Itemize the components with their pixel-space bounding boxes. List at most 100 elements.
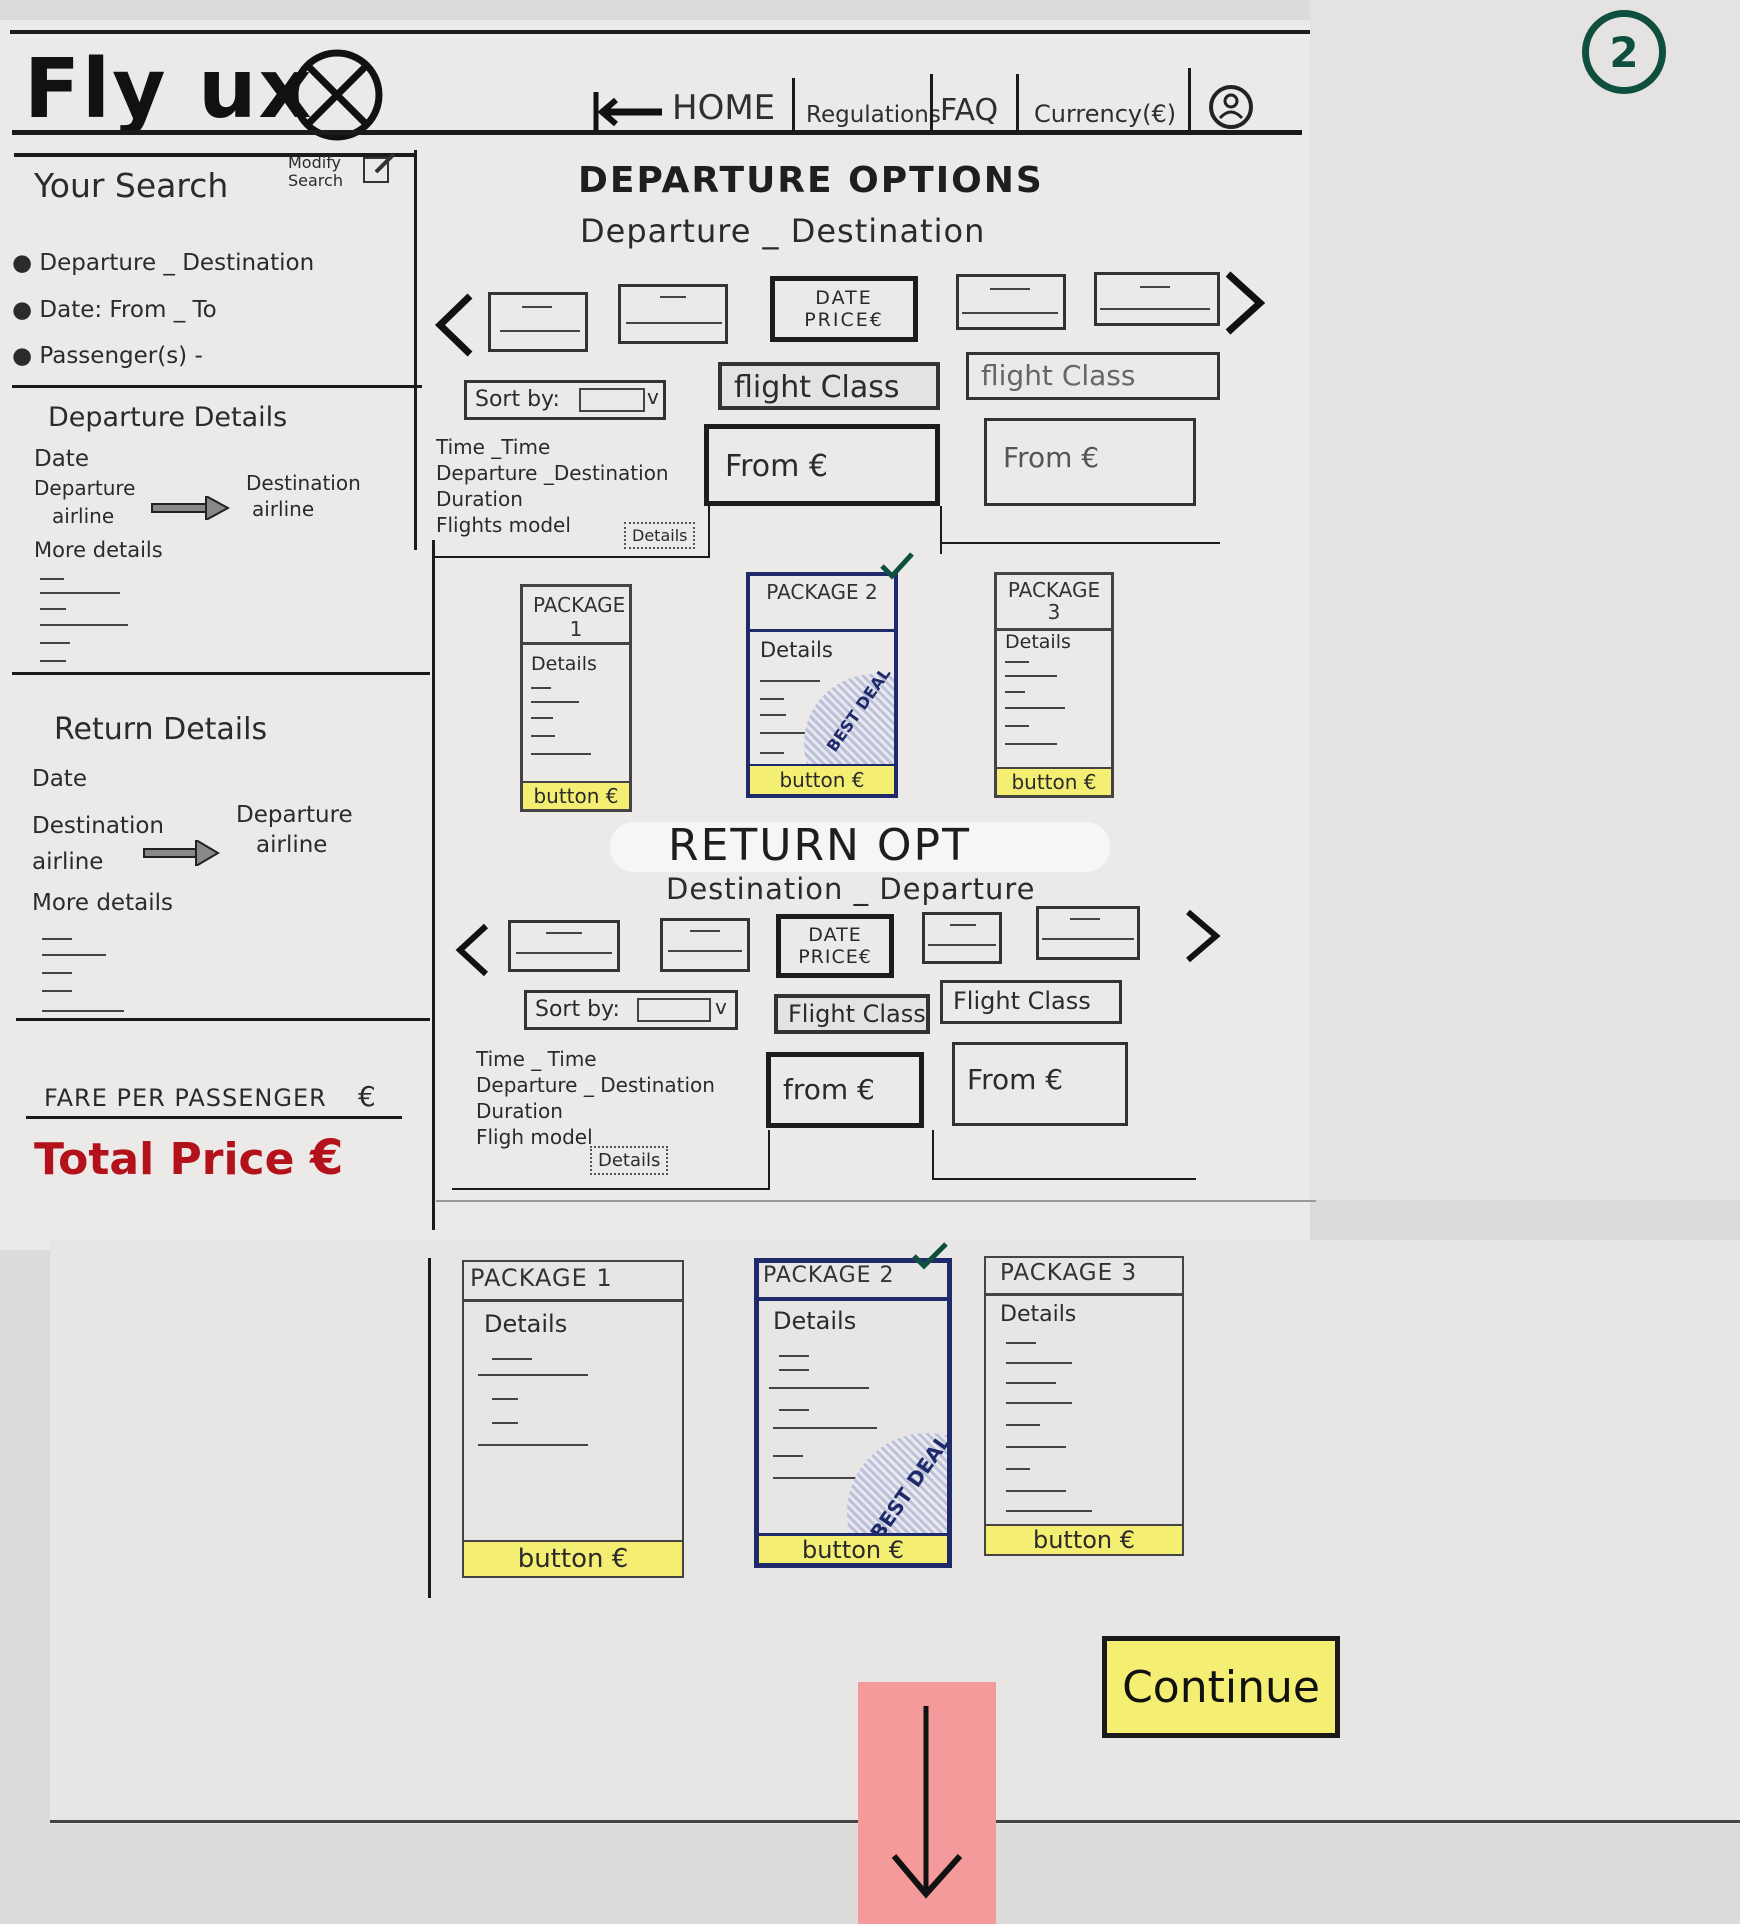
date-card-selected[interactable]: DATE PRICE€ — [776, 914, 894, 978]
placeholder-line — [492, 1422, 518, 1424]
placeholder-line — [1005, 691, 1025, 693]
package-card-selected[interactable]: PACKAGE 2 Details BEST DEAL button € — [746, 572, 898, 798]
package-button[interactable]: button € — [523, 781, 629, 809]
sort-by-select[interactable]: Sort by: v — [524, 990, 738, 1030]
placeholder-line — [779, 1369, 809, 1371]
placeholder-line — [626, 322, 722, 324]
modify-search-link[interactable]: Modify Search — [288, 153, 343, 190]
tab-panel-rule — [932, 1178, 1196, 1180]
departure-more-details[interactable]: More details — [34, 538, 163, 562]
placeholder-line — [668, 950, 742, 952]
back-arrow-icon[interactable] — [592, 90, 664, 130]
placeholder-line — [40, 624, 128, 626]
package-card[interactable]: PACKAGE 1 Details button € — [462, 1260, 684, 1578]
date-card[interactable] — [956, 274, 1066, 330]
from-price[interactable]: From € — [984, 418, 1196, 506]
return-details-link[interactable]: Details — [590, 1146, 669, 1175]
sort-by-select[interactable]: Sort by: v — [464, 380, 666, 420]
bottom-page-rule — [436, 1200, 1316, 1202]
placeholder-line — [1042, 938, 1134, 940]
nav-regulations[interactable]: Regulations — [806, 102, 941, 128]
placeholder-line — [1006, 1382, 1056, 1384]
right-sheet — [1310, 0, 1740, 1200]
date-card-price: PRICE€ — [798, 946, 872, 968]
flight-class-tab-selected[interactable]: Flight Class — [774, 994, 930, 1034]
info-model: Flights model — [436, 513, 571, 537]
info-duration: Duration — [436, 487, 523, 511]
placeholder-line — [40, 578, 64, 580]
edit-pencil-icon[interactable] — [362, 150, 398, 186]
placeholder-line — [773, 1427, 877, 1429]
placeholder-line — [42, 954, 106, 956]
return-route: Destination _ Departure — [666, 872, 1036, 906]
date-card[interactable] — [488, 292, 588, 352]
date-card[interactable] — [922, 912, 1002, 964]
arrow-right-icon — [150, 494, 231, 522]
placeholder-line — [1005, 661, 1029, 663]
date-card[interactable] — [1036, 906, 1140, 960]
placeholder-line — [492, 1358, 532, 1360]
date-card-date: DATE — [815, 287, 873, 309]
sidebar-rule — [12, 672, 430, 675]
package-card[interactable]: PACKAGE 3 Details button € — [984, 1256, 1184, 1556]
return-more-details[interactable]: More details — [32, 890, 173, 916]
placeholder-line — [928, 944, 996, 946]
nav-faq[interactable]: FAQ — [940, 93, 999, 128]
bottom-left-rule — [428, 1258, 431, 1598]
placeholder-line — [531, 735, 555, 737]
package-title: PACKAGE 1 — [464, 1264, 682, 1302]
nav-currency[interactable]: Currency(€) — [1034, 100, 1177, 128]
date-card[interactable] — [1094, 272, 1220, 326]
search-route-text: Departure _ Destination — [39, 250, 315, 276]
flight-class-tab[interactable]: Flight Class — [940, 980, 1122, 1024]
chevron-left-icon[interactable] — [452, 920, 492, 980]
date-card-date: DATE — [808, 924, 862, 946]
circled-x-icon — [290, 48, 384, 142]
from-price-selected[interactable]: from € — [766, 1052, 924, 1128]
tab-panel-rule — [932, 1130, 934, 1180]
package-details: Details — [1000, 1302, 1077, 1327]
scroll-down-note[interactable] — [858, 1682, 996, 1924]
departure-options-title: DEPARTURE OPTIONS — [578, 160, 1044, 201]
package-button[interactable]: button € — [750, 764, 894, 794]
package-button[interactable]: button € — [986, 1524, 1182, 1554]
date-card[interactable] — [660, 918, 750, 972]
departure-details-title: Departure Details — [48, 402, 288, 433]
placeholder-line — [760, 752, 784, 754]
continue-button[interactable]: Continue — [1102, 1636, 1340, 1738]
package-title: PACKAGE 2 — [750, 580, 894, 632]
date-card[interactable] — [618, 284, 728, 344]
placeholder-line — [990, 288, 1030, 290]
placeholder-line — [516, 952, 612, 954]
package-card-selected[interactable]: PACKAGE 2 Details BEST DEAL button € — [754, 1258, 952, 1568]
flight-class-tab[interactable]: flight Class — [966, 352, 1220, 400]
sort-by-label: Sort by: — [475, 387, 560, 412]
placeholder-line — [1070, 918, 1100, 920]
package-card[interactable]: PACKAGE 1 Details button € — [520, 584, 632, 812]
package-details: Details — [760, 638, 833, 662]
placeholder-line — [760, 732, 820, 734]
package-button[interactable]: button € — [464, 1540, 682, 1576]
from-price[interactable]: From € — [952, 1042, 1128, 1126]
package-title: PACKAGE 1 — [523, 593, 629, 645]
chevron-down-icon: v — [715, 995, 727, 1019]
date-card-selected[interactable]: DATE PRICE€ — [770, 276, 918, 342]
package-button[interactable]: button € — [759, 1533, 947, 1564]
from-price-selected[interactable]: From € — [704, 424, 940, 506]
nav-home[interactable]: HOME — [672, 88, 776, 128]
package-card[interactable]: PACKAGE 3 Details button € — [994, 572, 1114, 798]
flight-class-tab-selected[interactable]: flight Class — [718, 362, 940, 410]
date-card[interactable] — [508, 920, 620, 972]
chevron-right-icon[interactable] — [1222, 268, 1268, 338]
departure-details-link[interactable]: Details — [624, 522, 696, 549]
tab-panel-rule — [708, 506, 710, 558]
package-button[interactable]: button € — [997, 767, 1111, 795]
placeholder-line — [1005, 743, 1057, 745]
sidebar-divider-lower — [432, 540, 435, 1230]
chevron-left-icon[interactable] — [432, 290, 476, 360]
user-profile-icon[interactable] — [1206, 84, 1256, 130]
placeholder-line — [40, 592, 120, 594]
chevron-right-icon[interactable] — [1180, 906, 1224, 966]
